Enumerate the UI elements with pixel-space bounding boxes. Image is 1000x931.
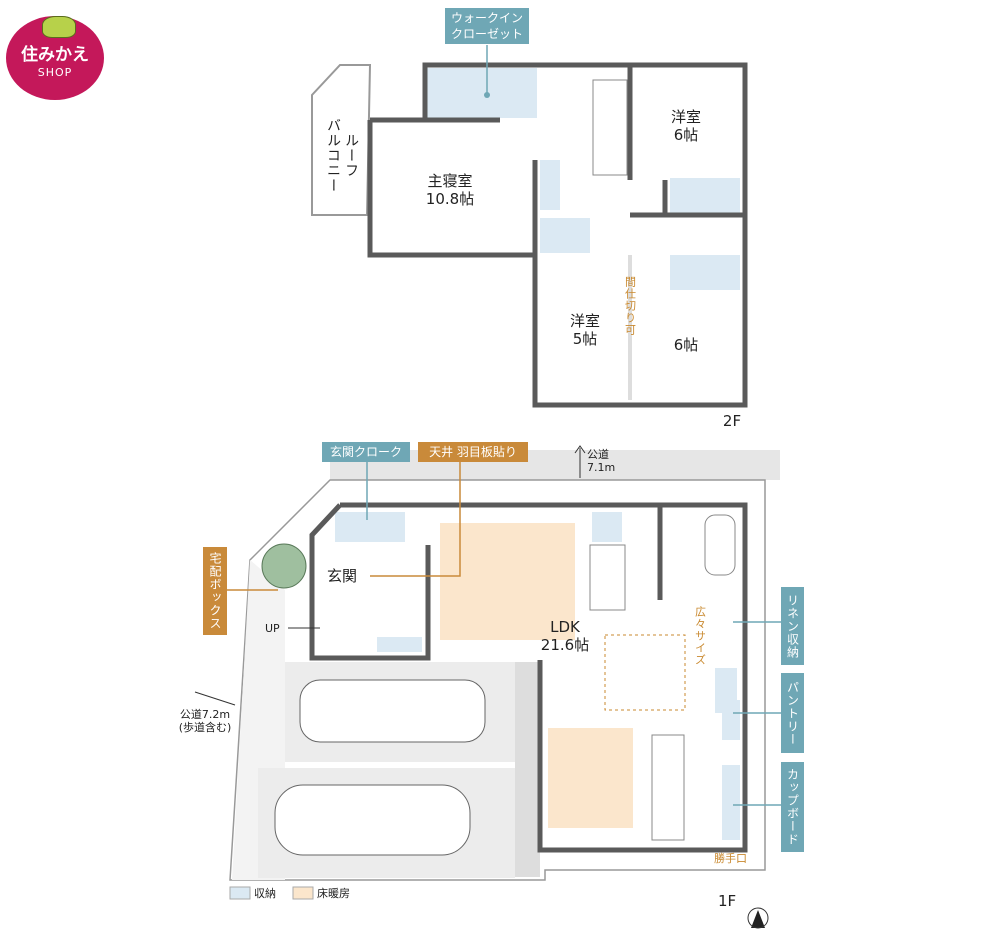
back-door-label: 勝手口 [714,852,747,865]
floor-2-label: 2F [722,412,742,430]
tree-icon [261,543,307,589]
callout-pantry: パントリー [781,673,804,753]
room-ldk: LDK 21.6帖 [540,618,590,654]
north-road-label: 公道 7.1m [587,448,616,474]
callout-cupboard: カップボード [781,762,804,852]
room-master-bedroom: 主寝室 10.8帖 [425,172,475,208]
callout-ceiling: 天井 羽目板貼り [418,442,528,462]
room-western-5: 洋室 5帖 [569,312,600,348]
room-entrance: 玄関 [326,567,357,585]
callout-walk-in-closet: ウォークイン クローゼット [445,8,529,44]
legend-heating-label: 床暖房 [317,887,350,900]
car-2-icon [274,784,471,856]
room-6: 6帖 [673,336,699,354]
wic-storage [427,68,537,118]
callout-delivery-box: 宅配ボックス [203,547,227,635]
ldk-floor-heating [440,523,575,640]
logo-sub: SHOP [37,66,73,79]
floor-1-label: 1F [718,892,737,910]
callout-linen-storage: リネン収納 [781,587,804,665]
logo-brand: 住みかえ [21,45,89,65]
frog-mascot-icon [42,16,76,38]
legend-storage-label: 収納 [254,887,276,900]
spacious-note: 広々サイズ [693,606,707,666]
car-1-icon [299,679,486,743]
roof-balcony-label: ルーフ バルコニー [325,117,359,193]
room-western-6: 洋室 6帖 [670,108,701,144]
floor-1-plan [194,445,781,929]
floor-2-plan [311,62,748,408]
dining-floor-heating [548,728,633,828]
partition-note: 間仕切り可 [623,276,637,336]
up-label: UP [265,622,280,635]
north-arrow-icon [751,910,765,928]
callout-entrance-cloak: 玄関クローク [322,442,410,462]
shop-logo: 住みかえ SHOP [6,16,104,100]
legend-heating-swatch [292,886,314,900]
legend-storage-swatch [229,886,251,900]
west-road-label: 公道7.2m (歩道含む) [178,708,232,734]
entrance-cloak-storage [335,512,405,542]
site-boundary [229,479,766,881]
